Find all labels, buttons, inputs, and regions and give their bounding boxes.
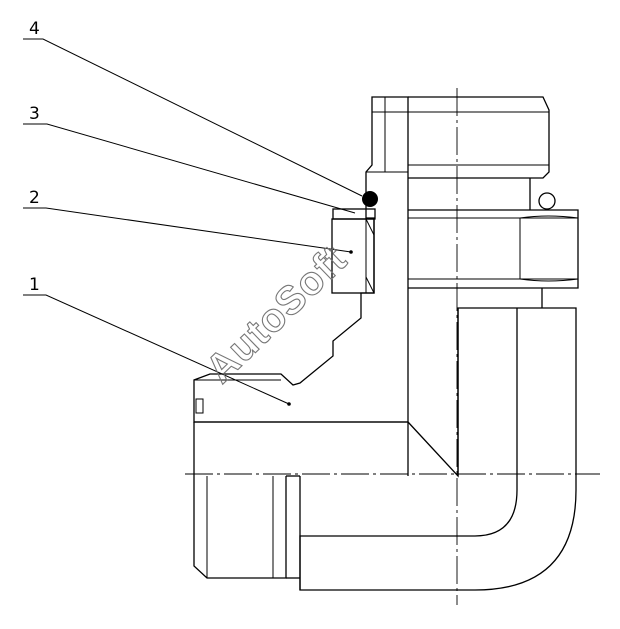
label-3: 3 bbox=[29, 104, 40, 124]
side-connector bbox=[193, 475, 301, 590]
o-ring bbox=[362, 191, 378, 207]
hex-nut bbox=[408, 209, 579, 308]
retaining-washer bbox=[332, 208, 376, 220]
label-1: 1 bbox=[29, 275, 40, 295]
label-4: 4 bbox=[29, 19, 40, 39]
elbow-tube bbox=[193, 307, 577, 591]
label-2: 2 bbox=[29, 188, 40, 208]
watermark-text: AutoSoft bbox=[198, 237, 356, 391]
top-connector bbox=[408, 96, 556, 210]
leaders bbox=[23, 38, 363, 406]
